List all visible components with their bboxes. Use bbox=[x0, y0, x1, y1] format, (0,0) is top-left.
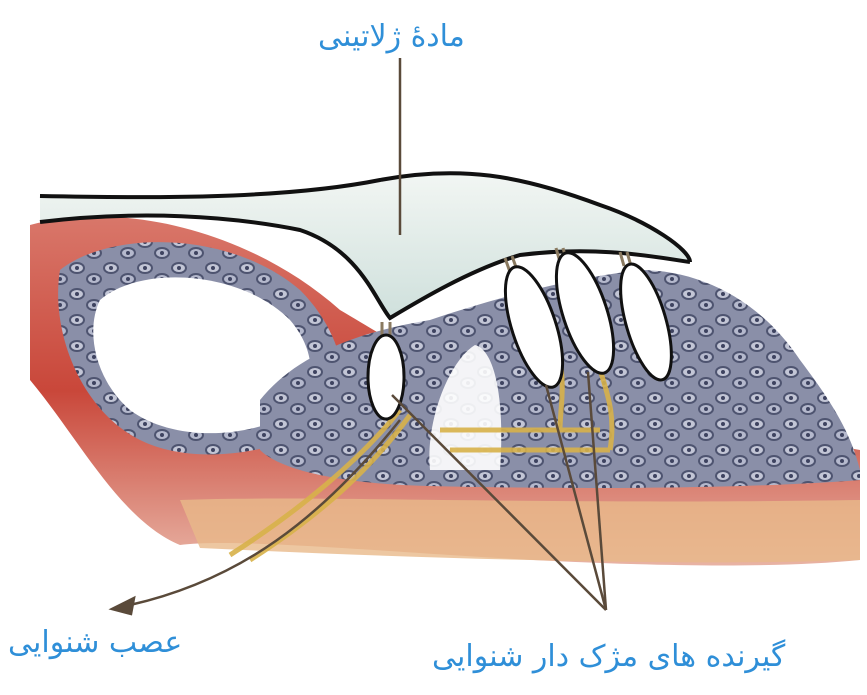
hair-receptors-label: گیرنده های مژک دار شنوایی bbox=[432, 642, 785, 672]
gelatinous-substance-label: مادهٔ ژلاتینی bbox=[318, 22, 465, 52]
nerve-arrowhead bbox=[112, 598, 134, 614]
basal-band bbox=[180, 499, 860, 563]
auditory-nerve-label: عصب شنوایی bbox=[8, 628, 182, 658]
inner-hair-cell bbox=[368, 335, 404, 419]
